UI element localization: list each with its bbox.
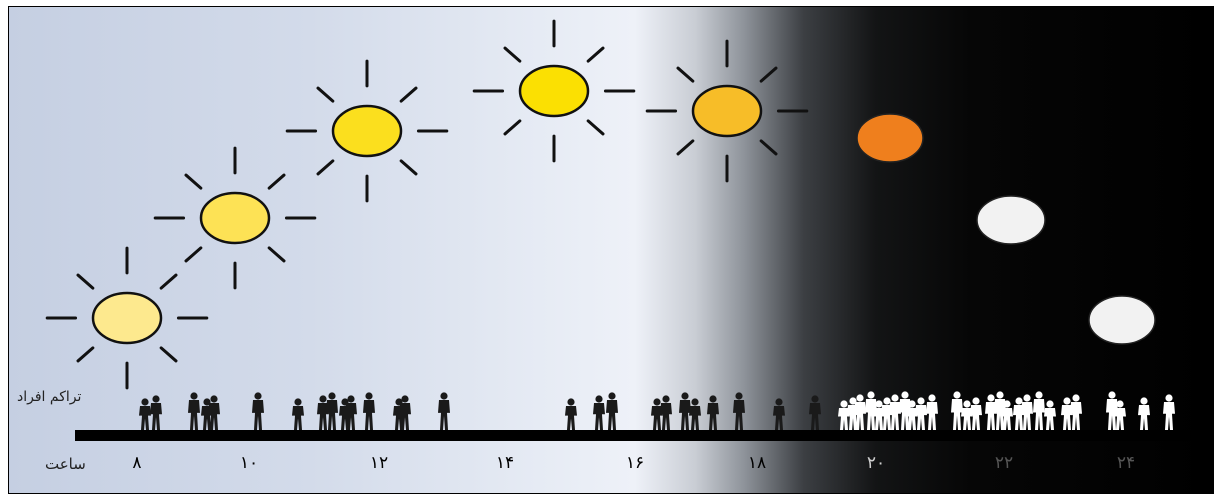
disc	[333, 106, 401, 156]
person-silhouette-icon	[951, 391, 963, 430]
person-silhouette-icon	[915, 397, 927, 430]
sun-ray	[318, 161, 333, 174]
sun-ray	[678, 141, 693, 154]
sun-ray	[761, 68, 776, 81]
person-silhouette-icon	[252, 392, 264, 430]
hour-label: ساعت	[45, 455, 86, 473]
person-silhouette-icon	[1163, 394, 1175, 430]
sun-setting-icon	[857, 114, 923, 162]
disc	[520, 66, 588, 116]
sun-ray	[505, 48, 520, 61]
person-silhouette-icon	[809, 395, 821, 430]
sun-16-icon	[647, 41, 807, 181]
disc	[977, 196, 1045, 244]
person-silhouette-icon	[438, 392, 450, 430]
person-silhouette-icon	[1044, 400, 1056, 430]
sun-ray	[186, 248, 201, 261]
sun-ray	[761, 141, 776, 154]
hour-tick-label: ۱۰	[240, 453, 258, 473]
person-silhouette-icon	[326, 392, 338, 430]
person-silhouette-icon	[188, 392, 200, 430]
person-silhouette-icon	[593, 395, 605, 430]
sun-ray	[186, 175, 201, 188]
sun-ray	[401, 161, 416, 174]
person-silhouette-icon	[926, 394, 938, 430]
disc	[857, 114, 923, 162]
hour-tick-label: ۲۰	[867, 453, 885, 473]
sun-8-icon	[47, 248, 207, 388]
sun-12-icon	[287, 61, 447, 201]
timeline-bar	[75, 430, 1191, 441]
moon-late-icon	[1089, 296, 1155, 344]
person-silhouette-icon	[139, 398, 151, 430]
person-silhouette-icon	[1138, 397, 1150, 430]
person-silhouette-icon	[660, 395, 672, 430]
sun-ray	[161, 275, 176, 288]
hour-tick-label: ۸	[132, 453, 141, 473]
sun-ray	[505, 121, 520, 134]
disc	[201, 193, 269, 243]
person-silhouette-icon	[292, 398, 304, 430]
day-night-diagram: تراکم افراد ساعت ۸ ۱۰ ۱۲ ۱۴ ۱۶ ۱۸ ۲۰ ۲۲ ۲۴	[8, 6, 1214, 494]
hour-tick-label: ۱۲	[370, 453, 388, 473]
sun-ray	[269, 248, 284, 261]
hour-tick-label: ۲۲	[995, 453, 1013, 473]
person-silhouette-icon	[773, 398, 785, 430]
sun-ray	[678, 68, 693, 81]
sun-ray	[401, 88, 416, 101]
person-silhouette-icon	[707, 395, 719, 430]
person-silhouette-icon	[1033, 391, 1045, 430]
person-silhouette-icon	[689, 398, 701, 430]
sun-ray	[588, 121, 603, 134]
moon-icon	[977, 196, 1045, 244]
hour-tick-label: ۱۶	[626, 453, 644, 473]
person-silhouette-icon	[679, 392, 691, 430]
sun-ray	[78, 275, 93, 288]
hour-tick-label: ۱۸	[748, 453, 766, 473]
sun-ray	[161, 348, 176, 361]
person-silhouette-icon	[970, 397, 982, 430]
diagram-canvas	[9, 7, 1213, 493]
disc	[93, 293, 161, 343]
person-silhouette-icon	[1021, 394, 1033, 430]
sun-ray	[318, 88, 333, 101]
disc	[693, 86, 761, 136]
person-silhouette-icon	[838, 400, 850, 430]
person-silhouette-icon	[1070, 394, 1082, 430]
sun-10-icon	[155, 148, 315, 288]
person-silhouette-icon	[565, 398, 577, 430]
person-silhouette-icon	[961, 400, 973, 430]
disc	[1089, 296, 1155, 344]
person-silhouette-icon	[733, 392, 745, 430]
person-silhouette-icon	[606, 392, 618, 430]
person-silhouette-icon	[150, 395, 162, 430]
hour-tick-label: ۲۴	[1117, 453, 1135, 473]
sun-ray	[78, 348, 93, 361]
sun-14-icon	[474, 21, 634, 161]
person-silhouette-icon	[363, 392, 375, 430]
sun-ray	[269, 175, 284, 188]
sun-ray	[588, 48, 603, 61]
crowd-density-label: تراکم افراد	[17, 389, 81, 405]
hour-tick-label: ۱۴	[496, 453, 514, 473]
